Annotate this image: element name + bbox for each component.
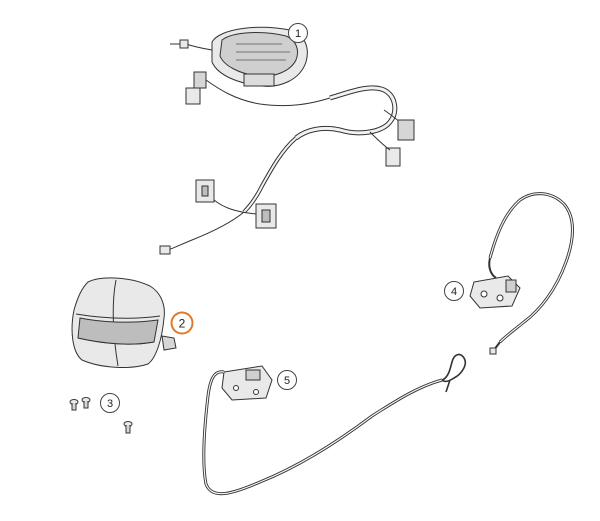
callout-4-circle — [444, 281, 464, 301]
callout-4[interactable]: 4 — [444, 281, 464, 301]
callout-5[interactable]: 5 — [277, 370, 297, 390]
callout-5-label: 5 — [284, 375, 290, 387]
callout-1-circle — [288, 23, 308, 43]
callout-3-label: 3 — [107, 398, 113, 410]
callout-2-circle — [170, 311, 194, 335]
callout-2[interactable]: 2 — [170, 311, 194, 335]
callout-1-label: 1 — [295, 28, 301, 40]
callout-3[interactable]: 3 — [100, 393, 120, 413]
callout-5-circle — [277, 370, 297, 390]
headlight[interactable] — [71, 277, 177, 368]
callout-1[interactable]: 1 — [288, 23, 308, 43]
sensor-bracket — [469, 275, 521, 309]
instrument-cluster-assembly[interactable] — [159, 26, 415, 255]
callout-2-label: 2 — [179, 317, 186, 331]
callout-4-label: 4 — [451, 286, 457, 298]
callout-3-circle — [100, 393, 120, 413]
instrument-cluster — [211, 26, 308, 87]
screw-a — [69, 399, 79, 411]
screws[interactable] — [69, 397, 133, 434]
screw-b — [81, 397, 91, 409]
lock-latch — [221, 365, 273, 401]
lock-latch-assembly[interactable] — [202, 353, 467, 496]
sensor-bracket-assembly[interactable] — [469, 192, 574, 355]
screw-c — [123, 421, 133, 434]
